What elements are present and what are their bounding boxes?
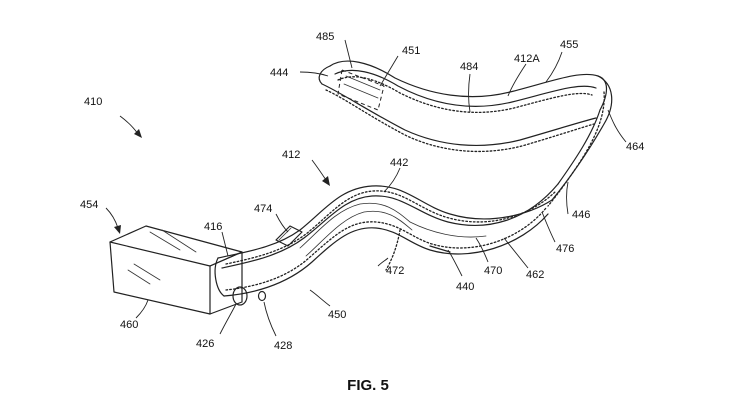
- ref-476: 476: [556, 243, 574, 255]
- button-474: [275, 225, 303, 247]
- ref-428: 428: [274, 340, 292, 352]
- leader-lines: [135, 39, 627, 337]
- ref-412a: 412A: [514, 53, 540, 65]
- ref-484: 484: [460, 61, 478, 73]
- ref-460: 460: [120, 319, 138, 331]
- ref-485: 485: [316, 31, 334, 43]
- ref-444: 444: [270, 67, 288, 79]
- ref-474: 474: [254, 203, 272, 215]
- ref-442: 442: [390, 157, 408, 169]
- ref-440: 440: [456, 281, 474, 293]
- ref-426: 426: [196, 338, 214, 350]
- figure-caption: FIG. 5: [347, 377, 389, 394]
- ref-446: 446: [572, 209, 590, 221]
- ref-450: 450: [328, 309, 346, 321]
- ref-451: 451: [402, 45, 420, 57]
- ref-412: 412: [282, 149, 300, 161]
- housing-block: [109, 225, 267, 315]
- pointer-arrows: [105, 115, 330, 234]
- ref-455: 455: [560, 39, 578, 51]
- reference-numerals: 410 412 412A 416 426 428 440 442 444 446…: [80, 31, 644, 352]
- ref-470: 470: [484, 265, 502, 277]
- ref-416: 416: [204, 221, 222, 233]
- ref-464: 464: [626, 141, 644, 153]
- main-frame: [214, 183, 559, 297]
- ref-472: 472: [386, 265, 404, 277]
- ref-454: 454: [80, 199, 98, 211]
- ref-462: 462: [526, 269, 544, 281]
- ref-410: 410: [84, 96, 102, 108]
